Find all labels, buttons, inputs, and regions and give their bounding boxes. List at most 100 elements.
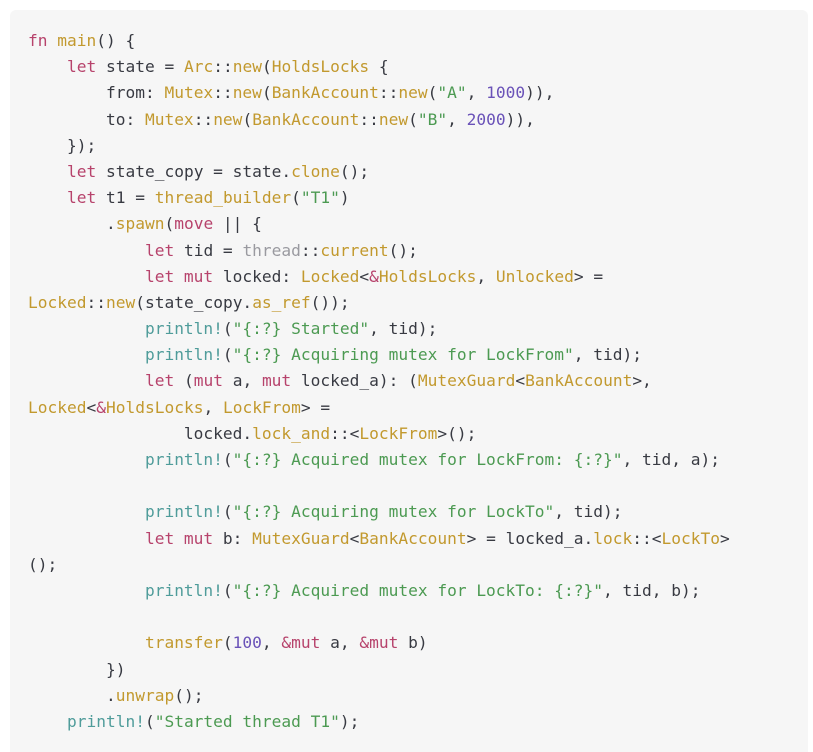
function-token: current [320, 240, 389, 260]
code-line: println!("{:?} Acquired mutex for LockFr… [28, 447, 730, 473]
type-token: HoldsLocks [271, 57, 370, 77]
code-text: > [720, 528, 730, 548]
code-text: , [476, 266, 496, 286]
macro-token: println! [144, 580, 223, 600]
code-line: to: Mutex::new(BankAccount::new("B", 200… [28, 107, 730, 133]
code-text [28, 502, 145, 521]
string-token: "Started thread T1" [154, 711, 340, 731]
type-token: BankAccount [271, 83, 379, 103]
code-text [28, 581, 145, 600]
code-text: ( [261, 57, 272, 77]
function-token: new [398, 83, 428, 103]
code-line: println!("{:?} Acquiring mutex for LockT… [28, 499, 730, 525]
type-token: Mutex [144, 109, 194, 129]
code-line: ​ [28, 604, 730, 630]
code-text: b: [213, 528, 253, 548]
code-line: }); [28, 133, 730, 159]
function-token: unwrap [115, 685, 175, 705]
keyword-token: let [144, 240, 175, 260]
code-line: let state = Arc::new(HoldsLocks { [28, 54, 730, 80]
code-text: < [349, 528, 360, 548]
code-text: < [515, 371, 526, 391]
function-token: spawn [115, 214, 165, 234]
code-listing: fn main() { let state = Arc::new(HoldsLo… [28, 28, 730, 735]
code-text [28, 267, 145, 286]
type-token: Mutex [164, 83, 214, 103]
string-token: "{:?} Started" [232, 319, 370, 339]
code-line: }) [28, 657, 730, 683]
type-token: MutexGuard [417, 371, 516, 391]
code-text [48, 31, 58, 50]
code-text: ( [222, 450, 233, 469]
code-text: :: [193, 109, 214, 129]
code-block: fn main() { let state = Arc::new(HoldsLo… [10, 10, 808, 752]
macro-token: println! [144, 345, 223, 365]
keyword-token: mut [261, 371, 292, 391]
code-line: let (mut a, mut locked_a): (MutexGuard<B… [28, 368, 730, 394]
number-token: 100 [232, 633, 262, 653]
code-text [28, 712, 67, 731]
operator-token: & [281, 633, 292, 653]
type-token: Unlocked [495, 266, 574, 286]
keyword-token: let [66, 57, 97, 77]
code-text: . [28, 214, 116, 234]
code-text: , tid); [369, 319, 438, 339]
code-text: locked. [28, 423, 253, 443]
type-token: MutexGuard [252, 528, 350, 548]
code-text: ( [222, 580, 233, 600]
code-text: :: [213, 83, 233, 103]
code-text: to: [28, 109, 145, 129]
code-text: locked_a): ( [291, 371, 418, 391]
code-text: b) [398, 633, 428, 653]
code-text: > = locked_a. [466, 528, 594, 548]
operator-token: & [96, 397, 106, 417]
code-line: ​ [28, 473, 730, 499]
code-line: println!("{:?} Acquired mutex for LockTo… [28, 578, 730, 604]
code-line: (); [28, 552, 730, 578]
code-text: , tid, b); [603, 580, 701, 600]
code-text: , tid); [554, 502, 623, 522]
function-token: thread_builder [154, 188, 292, 208]
keyword-token: mut [369, 633, 399, 653]
function-token: new [378, 109, 409, 129]
code-text: ( [242, 109, 253, 129]
code-text: ) [339, 188, 350, 208]
code-text: >, [632, 371, 652, 391]
code-text: , [447, 109, 467, 129]
code-text: a, [222, 371, 262, 391]
code-text: , tid, a); [622, 450, 720, 469]
macro-token: println! [144, 450, 223, 469]
string-token: "B" [417, 109, 448, 129]
code-text: :: [213, 57, 233, 77]
path-token: thread [242, 240, 301, 260]
type-token: HoldsLocks [105, 397, 204, 417]
code-text: ( [261, 83, 272, 103]
number-token: 2000 [466, 109, 506, 129]
code-line: let mut locked: Locked<&HoldsLocks, Unlo… [28, 264, 730, 290]
type-token: BankAccount [359, 528, 467, 548]
string-token: "{:?} Acquiring mutex for LockTo" [232, 502, 555, 522]
string-token: "T1" [300, 188, 340, 208]
keyword-token: fn [28, 31, 48, 50]
code-text: }); [28, 135, 97, 155]
macro-token: println! [66, 711, 145, 731]
operator-token: & [359, 633, 370, 653]
code-text: )), [505, 109, 535, 129]
string-token: "{:?} Acquiring mutex for LockFrom" [232, 345, 574, 365]
code-text [28, 188, 67, 207]
code-line: let state_copy = state.clone(); [28, 159, 730, 185]
function-token: new [232, 83, 262, 103]
type-token: Locked [28, 397, 87, 417]
function-token: main [57, 31, 97, 50]
function-token: transfer [144, 633, 223, 653]
function-token: clone [291, 161, 340, 181]
function-token: new [213, 109, 243, 129]
code-text: { [369, 57, 389, 77]
string-token: "{:?} Acquired mutex for LockFrom: {:?}" [232, 450, 623, 469]
code-text: ( [222, 502, 233, 522]
code-text: )), [525, 83, 555, 103]
string-token: "A" [437, 83, 467, 103]
code-text: , [466, 83, 487, 103]
code-text [28, 345, 145, 364]
code-text: ( [408, 109, 418, 129]
